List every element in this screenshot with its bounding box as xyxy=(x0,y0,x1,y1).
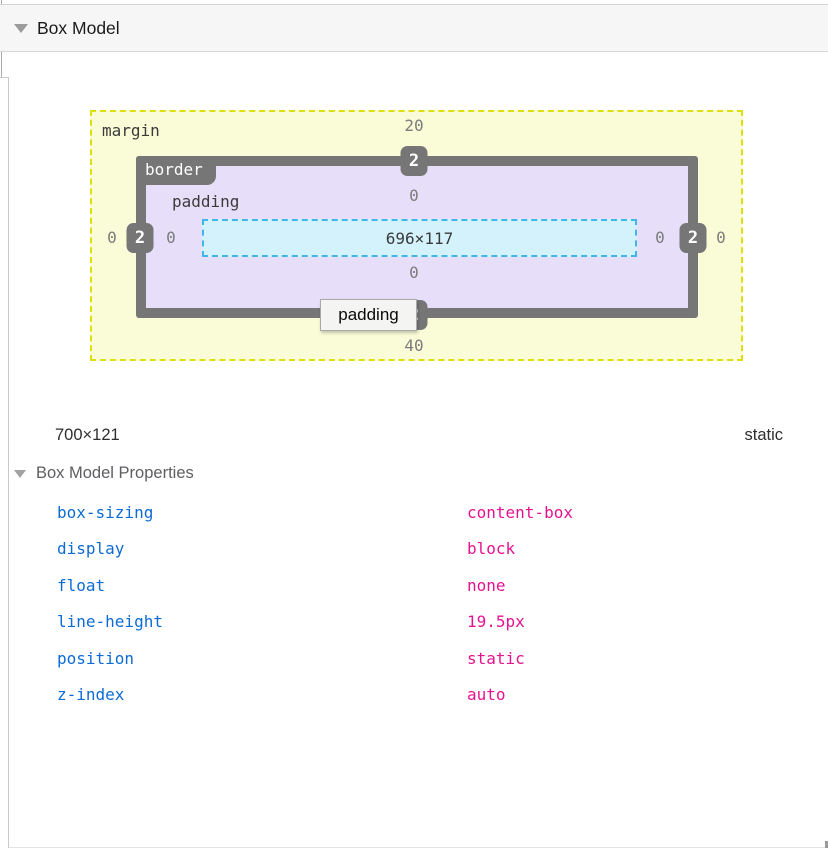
padding-tooltip: padding xyxy=(320,299,417,331)
property-value: 19.5px xyxy=(467,612,525,632)
margin-label: margin xyxy=(102,121,160,140)
box-model-section-header[interactable]: Box Model xyxy=(0,4,828,52)
element-position: static xyxy=(744,426,783,444)
table-row: box-sizing content-box xyxy=(0,494,828,531)
panel-left-divider-joint xyxy=(0,77,9,78)
margin-right-value[interactable]: 0 xyxy=(716,228,726,247)
box-model-properties-header[interactable]: Box Model Properties xyxy=(14,464,194,483)
table-row: line-height 19.5px xyxy=(0,604,828,641)
property-value: auto xyxy=(467,685,506,705)
margin-left-value[interactable]: 0 xyxy=(107,228,117,247)
property-name: box-sizing xyxy=(57,502,154,522)
property-value: static xyxy=(467,648,525,668)
padding-bottom-value[interactable]: 0 xyxy=(409,263,419,282)
border-top-value[interactable]: 2 xyxy=(400,146,428,176)
section-title: Box Model xyxy=(37,17,120,38)
padding-right-value[interactable]: 0 xyxy=(655,228,665,247)
properties-section-title: Box Model Properties xyxy=(36,464,194,482)
table-row: float none xyxy=(0,567,828,604)
padding-tooltip-text: padding xyxy=(338,305,399,324)
margin-top-value[interactable]: 20 xyxy=(404,116,424,135)
padding-label: padding xyxy=(172,192,240,211)
property-name: line-height xyxy=(57,612,163,632)
property-name: float xyxy=(57,575,106,595)
property-name: position xyxy=(57,648,135,668)
table-row: position static xyxy=(0,640,828,677)
table-row: display block xyxy=(0,531,828,568)
property-name: z-index xyxy=(57,685,125,705)
chevron-down-icon[interactable] xyxy=(14,23,28,33)
padding-left-value[interactable]: 0 xyxy=(166,228,176,247)
padding-top-value[interactable]: 0 xyxy=(409,186,419,205)
border-right-value[interactable]: 2 xyxy=(679,223,707,253)
content-region[interactable]: 696×117 xyxy=(202,219,637,257)
properties-list: box-sizing content-box display block flo… xyxy=(0,494,828,713)
content-size-label: 696×117 xyxy=(385,228,454,248)
element-dimensions: 700×121 xyxy=(55,426,120,444)
chevron-down-icon[interactable] xyxy=(14,469,26,478)
property-value: content-box xyxy=(467,502,573,522)
border-label: border xyxy=(136,156,216,185)
panel-left-divider xyxy=(8,77,9,848)
margin-bottom-value[interactable]: 40 xyxy=(404,336,424,355)
property-value: none xyxy=(467,575,506,595)
border-left-value[interactable]: 2 xyxy=(126,223,154,253)
property-name: display xyxy=(57,539,125,559)
table-row: z-index auto xyxy=(0,677,828,714)
scrollbar-corner xyxy=(825,841,828,848)
property-value: block xyxy=(467,539,516,559)
